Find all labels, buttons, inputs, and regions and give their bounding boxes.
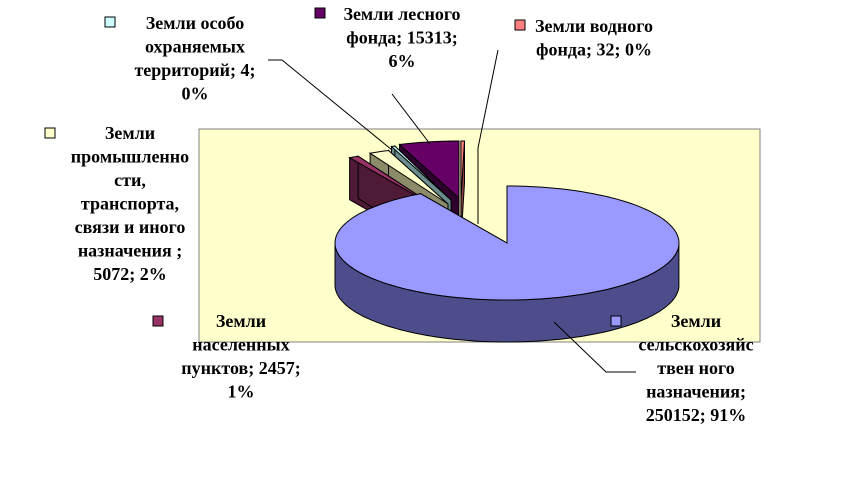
data-label-line: сельскохозяйс (638, 335, 753, 355)
pie-slice-top-agri (334, 185, 680, 301)
leader-line-water (477, 49, 499, 224)
data-label-protected: Земли особо охраняемых территорий; 4; 0% (134, 13, 255, 104)
pie-layer (334, 140, 680, 343)
data-label-line: транспорта, (81, 194, 179, 214)
data-label-line: охраняемых (145, 37, 245, 57)
data-label-line: Земли (105, 123, 155, 143)
data-label-line: Земли особо (146, 13, 244, 33)
data-label-line: сти, (114, 170, 146, 190)
data-label-line: 250152; 91% (646, 405, 747, 425)
legend-key-agri (610, 315, 622, 327)
data-label-line: фонда; 32; 0% (536, 40, 652, 60)
data-label-line: 1% (228, 382, 255, 402)
pie-slice-top-protected (390, 145, 452, 201)
pie-slice-top-industry (368, 149, 449, 205)
data-label-line: 5072; 2% (93, 264, 167, 284)
data-label-line: 6% (389, 51, 416, 71)
data-label-line: населенных (192, 335, 289, 355)
pie-slice-agri (334, 185, 680, 343)
data-label-agri: Земли сельскохозяйс твен ного назначения; 25… (638, 311, 753, 425)
pie-slice-top-water (460, 140, 466, 199)
leader-line-protected (268, 59, 393, 151)
data-label-industry: Земли промышленно сти, транспорта, связи и и… (71, 123, 189, 284)
data-label-line: назначения; (646, 382, 746, 402)
data-label-line: Земли водного (535, 16, 653, 36)
legend-key-settle (152, 315, 164, 327)
legend-key-protected (104, 16, 116, 28)
data-label-line: Земли лесного (343, 4, 460, 24)
data-label-line: Земли (216, 311, 266, 331)
data-labels: Земли сельскохозяйс твен ного назначения; 25… (71, 4, 754, 425)
data-label-water: Земли водного фонда; 32; 0% (535, 16, 653, 60)
data-label-line: назначения ; (78, 241, 182, 261)
legend-keys (44, 7, 622, 327)
legend-key-forest (314, 7, 326, 19)
legend-key-water (514, 19, 526, 31)
data-label-line: 0% (182, 84, 209, 104)
data-label-line: связи и иного (75, 217, 186, 237)
data-label-line: Земли (671, 311, 721, 331)
leader-line-agri (553, 321, 636, 373)
data-label-line: промышленно (71, 147, 189, 167)
data-label-settle: Земли населенных пунктов; 2457; 1% (181, 311, 300, 402)
data-label-line: фонда; 15313; (346, 28, 457, 48)
data-label-line: территорий; 4; (134, 60, 255, 80)
leader-lines (268, 49, 636, 373)
legend-key-industry (44, 127, 56, 139)
leader-line-forest (391, 93, 431, 145)
data-label-line: твен ного (657, 358, 735, 378)
data-label-forest: Земли лесного фонда; 15313; 6% (343, 4, 460, 71)
pie-slice-top-settle (348, 155, 437, 208)
data-label-line: пунктов; 2457; (181, 358, 300, 378)
